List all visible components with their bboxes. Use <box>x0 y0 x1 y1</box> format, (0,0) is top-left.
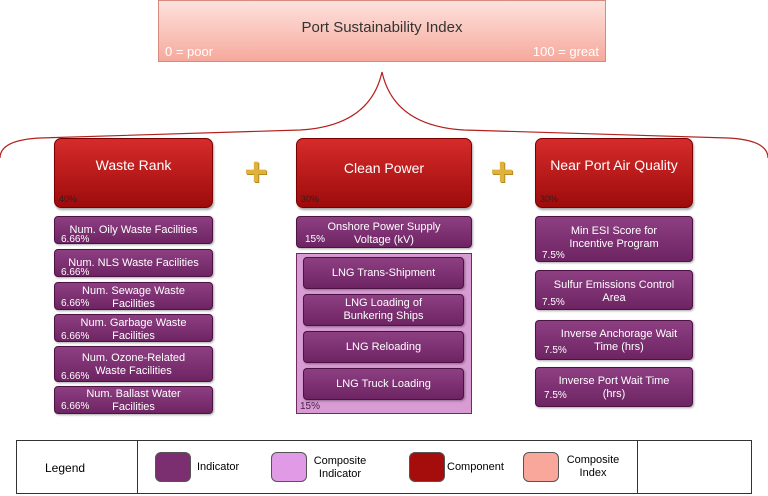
indicator-weight: 15% <box>305 234 326 245</box>
component-waste-rank: Waste Rank 40% <box>54 138 213 208</box>
indicator-label: Num. Ozone-Related Waste Facilities <box>81 352 186 377</box>
composite-item-label: LNG Loading of Bunkering Ships <box>343 297 424 322</box>
indicator-port-wait: Inverse Port Wait Time (hrs) 7.5% <box>535 367 693 407</box>
plus-icon: + <box>244 150 268 194</box>
component-weight: 30% <box>301 194 320 204</box>
indicator-label: Onshore Power Supply Voltage (kV) <box>327 221 441 246</box>
indicator-label: Num. Garbage Waste Facilities <box>80 317 187 342</box>
composite-index-box: Port Sustainability Index 0 = poor 100 =… <box>158 0 606 62</box>
indicator-label: Num. NLS Waste Facilities <box>68 257 199 269</box>
legend-label-indicator: Indicator <box>197 461 240 473</box>
indicator-label: Num. Ballast Water Facilities <box>86 388 181 413</box>
indicator-weight: 6.66% <box>61 331 90 342</box>
legend-swatch-composite-indicator <box>271 452 307 482</box>
index-title: Port Sustainability Index <box>301 19 463 36</box>
indicator-sewage-waste: Num. Sewage Waste Facilities 6.66% <box>54 282 213 310</box>
index-min-label: 0 = poor <box>165 44 214 59</box>
component-clean-power: Clean Power 30% <box>296 138 472 208</box>
legend-divider <box>137 441 138 493</box>
component-title: Near Port Air Quality <box>550 157 678 173</box>
composite-item-loading-bunkering: LNG Loading of Bunkering Ships <box>303 294 464 326</box>
indicator-anchorage-wait: Inverse Anchorage Wait Time (hrs) 7.5% <box>535 320 693 360</box>
indicator-label: Inverse Anchorage Wait Time (hrs) <box>560 328 678 353</box>
composite-item-label: LNG Reloading <box>345 341 422 353</box>
indicator-weight: 6.66% <box>61 267 90 278</box>
legend-swatch-composite-index <box>523 452 559 482</box>
composite-weight: 15% <box>300 401 321 412</box>
brace-connector <box>0 71 768 159</box>
indicator-weight: 7.5% <box>544 345 567 356</box>
indicator-onshore-power: Onshore Power Supply Voltage (kV) 15% <box>296 216 472 248</box>
indicator-label: Num. Sewage Waste Facilities <box>82 285 185 310</box>
indicator-label: Sulfur Emissions Control Area <box>553 279 675 304</box>
composite-item-label: LNG Trans-Shipment <box>331 267 436 279</box>
legend-divider <box>637 441 638 493</box>
component-weight: 40% <box>59 194 78 204</box>
legend-swatch-indicator <box>155 452 191 482</box>
indicator-weight: 7.5% <box>542 297 565 308</box>
component-air-quality: Near Port Air Quality 30% <box>535 138 693 208</box>
indicator-weight: 6.66% <box>61 298 90 309</box>
indicator-ozone-waste: Num. Ozone-Related Waste Facilities 6.66… <box>54 346 213 382</box>
composite-item-reloading: LNG Reloading <box>303 331 464 363</box>
legend-label-composite-index: Composite Index <box>566 454 620 479</box>
legend-swatch-component <box>409 452 445 482</box>
legend: Legend Indicator Composite Indicator Com… <box>16 440 752 494</box>
composite-item-trans-shipment: LNG Trans-Shipment <box>303 257 464 289</box>
indicator-sulfur-emissions: Sulfur Emissions Control Area 7.5% <box>535 270 693 310</box>
indicator-weight: 6.66% <box>61 234 90 245</box>
legend-label-composite-indicator: Composite Indicator <box>313 455 367 480</box>
indicator-weight: 7.5% <box>544 390 567 401</box>
indicator-weight: 6.66% <box>61 371 90 382</box>
component-weight: 30% <box>540 194 559 204</box>
plus-icon: + <box>490 150 514 194</box>
indicator-label: Inverse Port Wait Time (hrs) <box>558 375 670 400</box>
indicator-garbage-waste: Num. Garbage Waste Facilities 6.66% <box>54 314 213 342</box>
component-title: Waste Rank <box>95 157 172 173</box>
indicator-label: Min ESI Score for Incentive Program <box>569 225 659 250</box>
index-max-label: 100 = great <box>532 44 599 59</box>
indicator-nls-waste: Num. NLS Waste Facilities 6.66% <box>54 249 213 278</box>
indicator-ballast-water: Num. Ballast Water Facilities 6.66% <box>54 386 213 414</box>
indicator-oily-waste: Num. Oily Waste Facilities 6.66% <box>54 216 213 245</box>
composite-item-truck-loading: LNG Truck Loading <box>303 368 464 400</box>
indicator-weight: 6.66% <box>61 401 90 412</box>
legend-title: Legend <box>45 461 86 475</box>
indicator-label: Num. Oily Waste Facilities <box>69 224 198 236</box>
composite-item-label: LNG Truck Loading <box>336 378 431 390</box>
component-title: Clean Power <box>343 160 425 176</box>
indicator-weight: 7.5% <box>542 250 565 261</box>
indicator-min-esi: Min ESI Score for Incentive Program 7.5% <box>535 216 693 262</box>
legend-label-component: Component <box>447 461 504 473</box>
